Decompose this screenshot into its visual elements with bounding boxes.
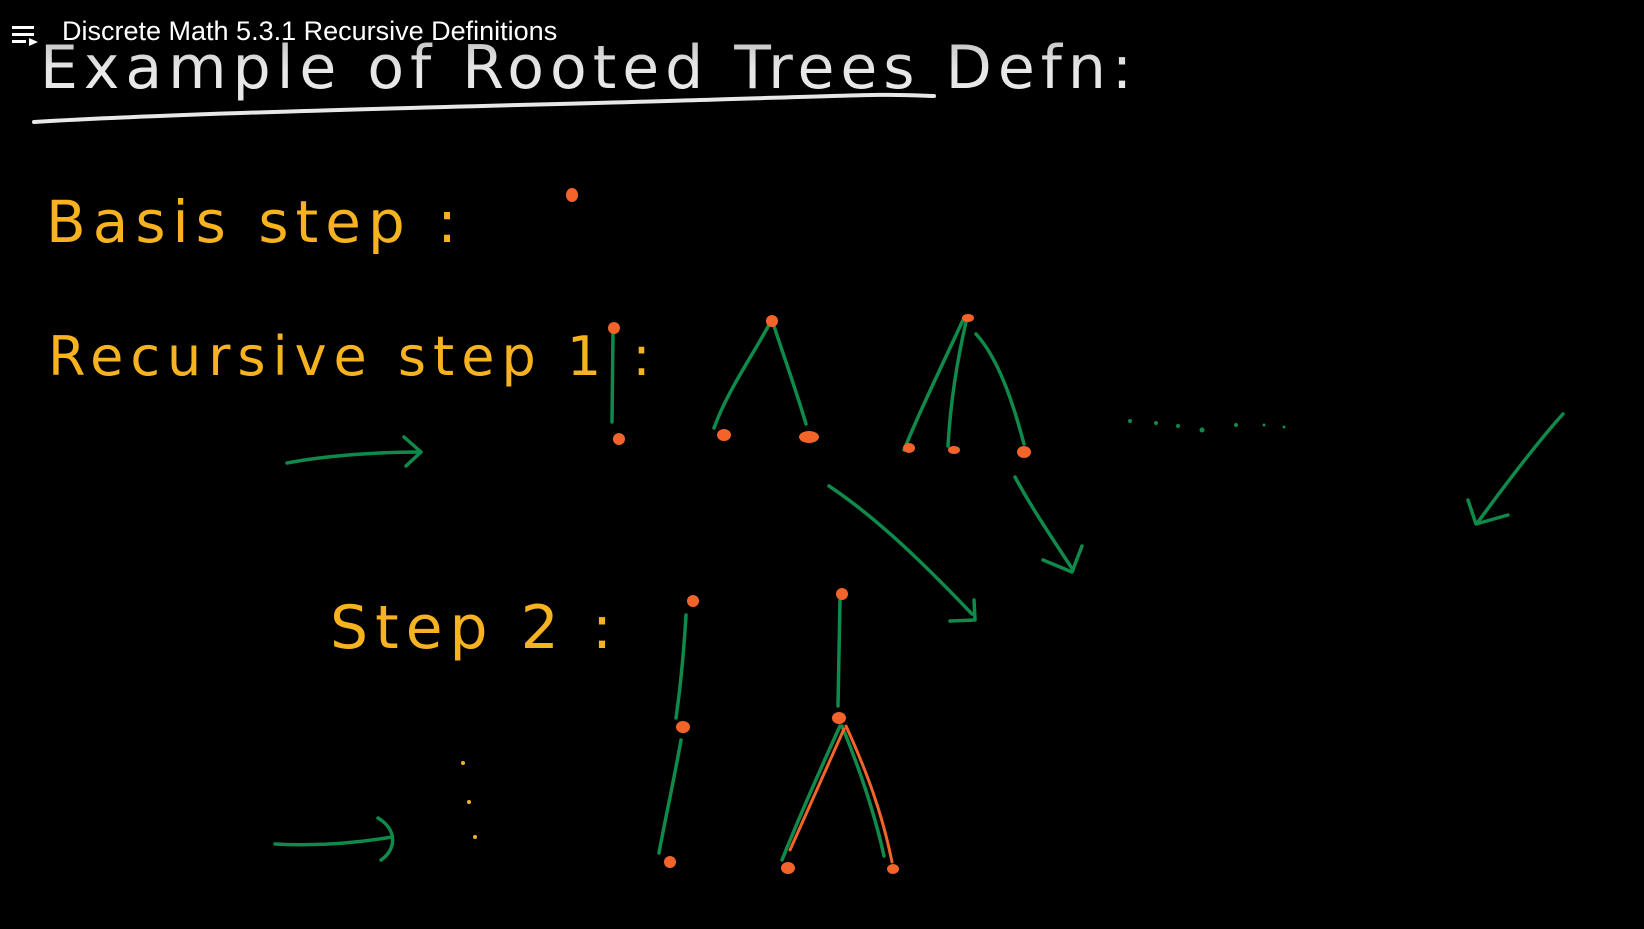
vertical-ellipsis (461, 761, 477, 839)
playlist-icon[interactable] (10, 22, 40, 48)
basis-step-label: Basis step : (46, 188, 464, 256)
step2-arrow (273, 816, 395, 862)
continuation-dots (1128, 419, 1286, 433)
video-title-link[interactable]: Discrete Math 5.3.1 Recursive Definition… (62, 16, 558, 46)
step1-arrow (285, 435, 423, 468)
step-2-label: Step 2 : (330, 593, 619, 663)
arrow-to-step2-right (1013, 475, 1084, 574)
tree-single-child (608, 322, 625, 445)
tree-three-children (902, 314, 1031, 458)
tree-two-children (712, 315, 819, 443)
arrow-to-step2-left (827, 484, 977, 623)
board-heading: Example of Rooted Trees Defn: (40, 33, 1138, 103)
tree-path-depth-two (657, 595, 699, 868)
heading-underline (32, 92, 936, 124)
basis-root-node (566, 188, 578, 202)
recursive-step-1-label: Recursive step 1 : (48, 325, 658, 388)
tree-root-with-subtree (780, 588, 899, 874)
arrow-incoming-right (1466, 412, 1565, 526)
